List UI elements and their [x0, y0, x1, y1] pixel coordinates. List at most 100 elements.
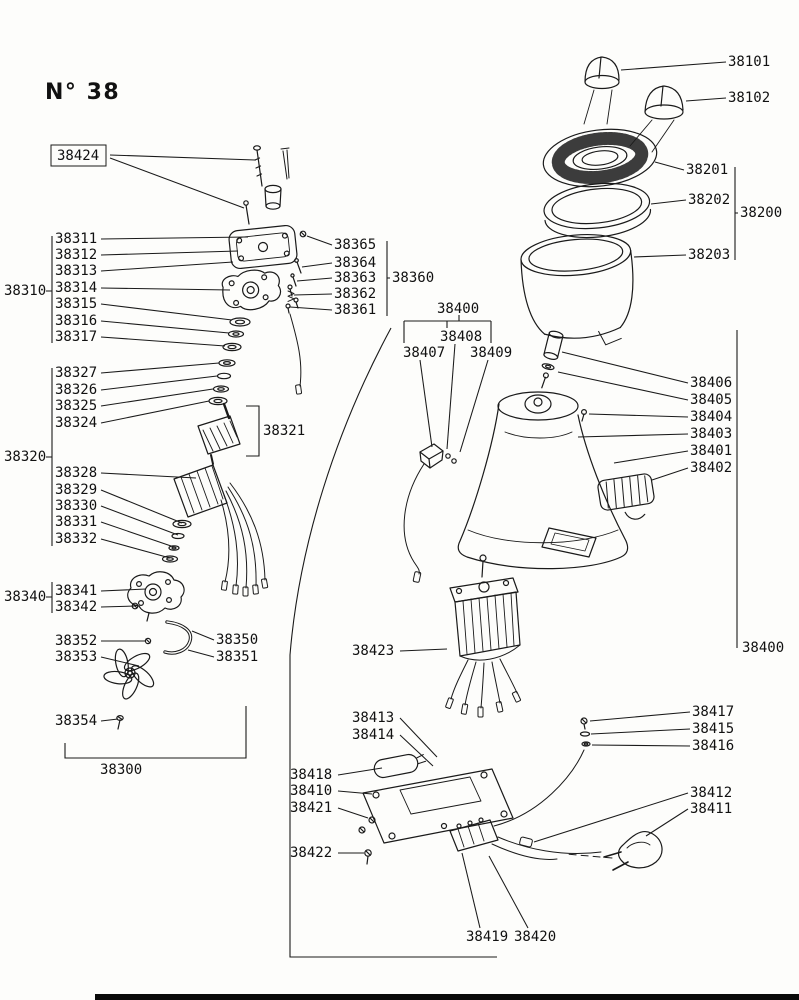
leader-line-38421: [337, 807, 369, 819]
leader-line-38332: [100, 538, 171, 559]
part-number-38203: 38203: [688, 247, 730, 263]
part-number-38311: 38311: [55, 231, 97, 247]
leader-line-38361: [289, 306, 333, 311]
label-box-38424: [50, 144, 107, 167]
leader-line-38412: [533, 792, 689, 843]
leader-line-38417: [589, 711, 691, 722]
part-number-38421: 38421: [290, 800, 332, 816]
ring-illustration: [543, 182, 652, 239]
part-number-38350: 38350: [216, 632, 258, 648]
scan-edge-artifact: [95, 994, 799, 1000]
part-number-38401: 38401: [690, 443, 732, 459]
part-number-38342: 38342: [55, 599, 97, 615]
leader-line-38407: [419, 359, 433, 448]
leader-line-38331: [100, 521, 175, 548]
leader-line-38414: [399, 734, 434, 767]
part-number-38200: 38200: [740, 205, 782, 221]
part-number-38102: 38102: [728, 90, 770, 106]
part-number-38413: 38413: [352, 710, 394, 726]
washer-stack-a-illustration: [222, 317, 251, 352]
part-number-38325: 38325: [55, 398, 97, 414]
part-number-38400: 38400: [437, 301, 479, 317]
leader-line-38403: [577, 433, 689, 438]
leader-line-38327: [100, 362, 220, 374]
part-number-38300: 38300: [100, 762, 142, 778]
leader-line-38408: [446, 343, 456, 450]
part-number-38340: 38340: [4, 589, 46, 605]
part-number-38363: 38363: [334, 270, 376, 286]
knob-illustration-38101: [583, 56, 620, 125]
part-number-38406: 38406: [690, 375, 732, 391]
part-number-38313: 38313: [55, 263, 97, 279]
part-number-38365: 38365: [334, 237, 376, 253]
part-number-38353: 38353: [55, 649, 97, 665]
leader-line-38402: [651, 467, 689, 481]
ribbed-ring-illustration: [542, 128, 658, 188]
part-number-38201: 38201: [686, 162, 728, 178]
leader-line-38316: [100, 320, 230, 334]
group-boundary-curve: [289, 327, 497, 958]
leader-line-38401: [613, 450, 689, 464]
part-number-38423: 38423: [352, 643, 394, 659]
leader-line-38314: [100, 287, 231, 291]
part-number-38417: 38417: [692, 704, 734, 720]
part-number-38326: 38326: [55, 382, 97, 398]
leader-line-38424: [109, 154, 257, 161]
page-title: N° 38: [45, 80, 121, 105]
leader-line-38326: [100, 375, 218, 391]
pin-illustration-38404: [580, 409, 587, 422]
knob-illustration-38102: [629, 85, 684, 153]
leader-line-38413: [399, 717, 438, 758]
leader-line-38324: [100, 400, 210, 424]
part-number-38312: 38312: [55, 247, 97, 263]
capacitor-illustration: [373, 753, 427, 779]
part-number-38405: 38405: [690, 392, 732, 408]
group-bracket-38300: [64, 706, 247, 759]
leader-line-38202: [650, 199, 687, 205]
leader-line-38353: [100, 656, 140, 667]
leader-line-38405: [557, 371, 689, 401]
rotor-illustration: [197, 402, 241, 465]
fan-screw-illustration: [116, 714, 124, 730]
part-number-38409: 38409: [470, 345, 512, 361]
leader-line-38418: [337, 767, 383, 776]
part-number-38329: 38329: [55, 482, 97, 498]
part-number-38424: 38424: [57, 148, 99, 164]
part-number-38351: 38351: [216, 649, 258, 665]
part-number-38407: 38407: [403, 345, 445, 361]
leader-line-38362: [293, 293, 333, 296]
part-number-38416: 38416: [692, 738, 734, 754]
leader-line-38201: [654, 161, 685, 171]
group-bracket-38321: [246, 405, 260, 457]
part-number-38101: 38101: [728, 54, 770, 70]
part-number-38361: 38361: [334, 302, 376, 318]
mount-screws-small-illustration: [287, 284, 299, 309]
leader-line-38328: [100, 472, 197, 479]
housing-illustration: [457, 391, 629, 570]
part-number-38321: 38321: [263, 423, 305, 439]
part-number-38420: 38420: [514, 929, 556, 945]
part-number-38310: 38310: [4, 283, 46, 299]
part-number-38327: 38327: [55, 365, 97, 381]
part-number-38400: 38400: [742, 640, 784, 656]
leader-line-38317: [100, 336, 226, 347]
leader-line-38315: [100, 303, 233, 321]
part-number-38411: 38411: [690, 801, 732, 817]
part-number-38364: 38364: [334, 255, 376, 271]
link-rod-illustration: [163, 620, 193, 655]
group-bracket-38400-top: [403, 315, 492, 343]
leader-line-38325: [100, 388, 214, 407]
part-number-38408: 38408: [440, 329, 482, 345]
part-number-38317: 38317: [55, 329, 97, 345]
leader-line-38311: [100, 236, 249, 240]
base-plate-illustration: [362, 768, 514, 844]
leader-line-38406: [561, 351, 689, 384]
part-number-38328: 38328: [55, 465, 97, 481]
part-number-38412: 38412: [690, 785, 732, 801]
small-fasteners-illustration: [285, 230, 307, 395]
leader-line-38364: [301, 262, 333, 268]
leader-line-38416: [591, 744, 691, 747]
terminal-block-illustration: [449, 749, 602, 860]
fan-illustration: [103, 648, 155, 700]
